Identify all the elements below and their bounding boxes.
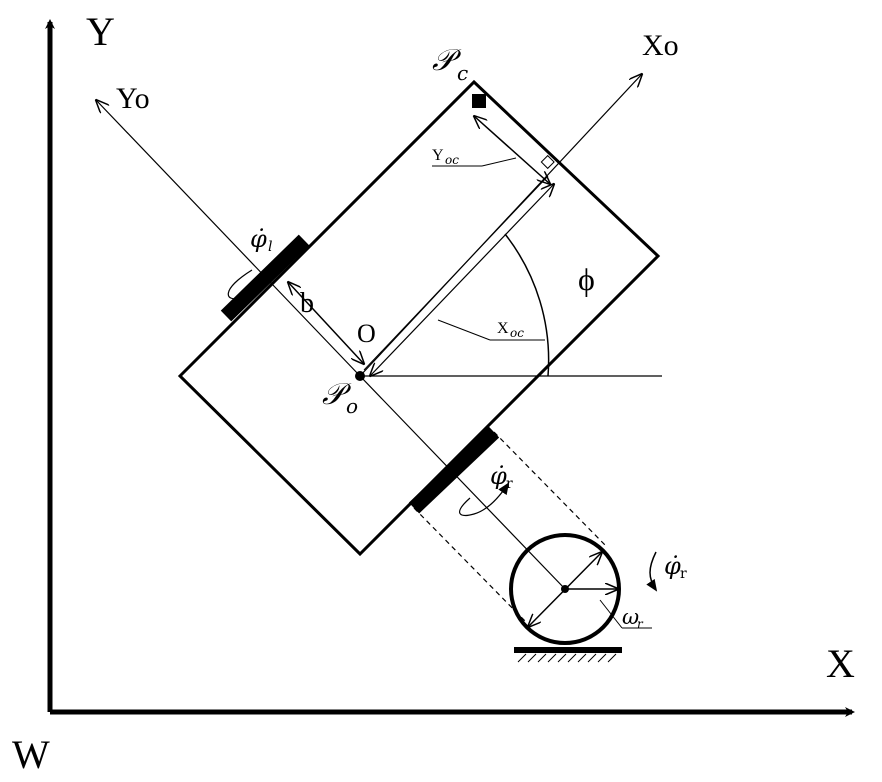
target-point-marker bbox=[472, 94, 486, 108]
wheel-radius-label: ω bbox=[622, 605, 639, 629]
x-offset-dimension-parallel bbox=[363, 175, 549, 371]
ground-hatching bbox=[517, 653, 617, 663]
origin-point bbox=[355, 371, 365, 381]
world-origin-label: W bbox=[12, 732, 50, 777]
world-y-label: Y bbox=[86, 9, 115, 54]
right-wheel-rate-sub: r bbox=[506, 476, 513, 492]
heading-angle-label: ϕ bbox=[578, 261, 595, 297]
robot-body bbox=[177, 79, 661, 557]
target-point-sub: c bbox=[457, 61, 468, 85]
right-wheel-rate-label: φ̇ bbox=[490, 462, 507, 490]
wheel-detail-rotation-arrow bbox=[646, 551, 658, 592]
x-offset-dimension bbox=[370, 184, 554, 376]
wheel-radius-leader bbox=[599, 599, 623, 629]
robot-axes: Xo Yo O bbox=[96, 29, 679, 591]
left-wheel-rotation-arrow bbox=[227, 260, 280, 300]
robot-origin-label: O bbox=[357, 319, 376, 348]
wheel-center bbox=[561, 585, 569, 593]
right-wheel-rotation-arrow bbox=[459, 482, 510, 517]
left-wheel-rate-label: φ̇ bbox=[250, 225, 267, 253]
y-offset-label: Y bbox=[432, 147, 444, 164]
half-axle-label: b bbox=[300, 288, 314, 319]
x-offset-leader bbox=[437, 319, 491, 341]
left-wheel bbox=[220, 234, 310, 322]
right-angle-marker bbox=[540, 154, 555, 170]
robot-y-axis bbox=[96, 100, 361, 377]
wheel-radius-sub: r bbox=[637, 617, 644, 631]
y-offset-sub: oc bbox=[445, 153, 459, 167]
right-wheel bbox=[408, 426, 500, 514]
robot-x-label: Xo bbox=[642, 29, 679, 62]
half-axle-dimension bbox=[288, 282, 364, 364]
origin-point-sub: o bbox=[346, 394, 358, 418]
wheel-detail-rate-label: φ̇ bbox=[664, 552, 681, 580]
x-offset-sub: oc bbox=[510, 326, 524, 340]
x-offset-label: X bbox=[497, 320, 509, 337]
world-x-label: X bbox=[826, 641, 855, 686]
robot-y-label: Yo bbox=[116, 82, 150, 115]
wheel-side-view bbox=[509, 533, 621, 645]
left-wheel-rate-sub: l bbox=[268, 239, 272, 255]
world-axes: Y X W bbox=[12, 9, 855, 777]
robot-y-axis-extension bbox=[359, 375, 567, 591]
y-offset-leader-diag bbox=[481, 157, 517, 167]
heading-angle-arc bbox=[504, 233, 550, 377]
wheel-detail-rate-sub: r bbox=[680, 566, 687, 582]
projection-line-bottom bbox=[413, 507, 527, 623]
y-offset-dimension bbox=[474, 116, 550, 184]
